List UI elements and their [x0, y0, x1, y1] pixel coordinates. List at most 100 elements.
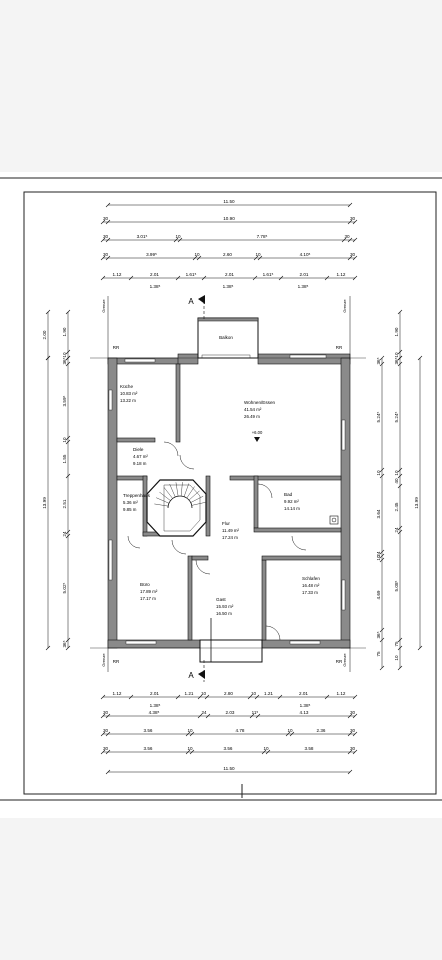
dim-right-outer-tick — [417, 645, 423, 651]
dim-right-inner-b-label: 24 — [376, 551, 381, 557]
stair-well — [167, 495, 193, 509]
dim-left-inner-label: 5.02⁵ — [62, 582, 67, 593]
dim-bottom-row4-label: 3.58 — [305, 746, 314, 751]
dim-right-inner-b-label: 36⁵ — [376, 357, 381, 364]
dim-right-inner-a-tick — [397, 525, 403, 531]
dim-right-inner-b-tick — [379, 637, 385, 643]
dim-left-outer-label: 13.99 — [42, 497, 47, 509]
dim-top-row5-label: 2.01 — [150, 272, 159, 277]
dim-bottom-row5-tick — [105, 769, 111, 775]
section-label-top: A — [188, 297, 194, 306]
window-bottom-0 — [125, 640, 157, 645]
room-perimeter-gast: 16.50 m — [216, 611, 232, 616]
dim-left-outer-top-label: 2.00 — [42, 330, 47, 339]
dim-top-row3-tick — [177, 237, 183, 243]
room-area-flur: 11.49 m² — [222, 528, 240, 533]
dim-right-inner-a-label: 10 — [394, 470, 399, 476]
dim-bottom-row2-label: 4.13 — [300, 710, 309, 715]
dim-bottom-row4-label: 10 — [187, 746, 193, 751]
dim-bottom-row1-tick — [175, 694, 181, 700]
dim-bottom-row2-tick — [197, 713, 203, 719]
dim-right-inner-a-label: 5.24⁵ — [394, 411, 399, 422]
dim-top-row1-tick — [105, 202, 111, 208]
room-perimeter-wohnen: 26.49 m — [244, 414, 260, 419]
room-perimeter-bad: 14.14 m — [284, 506, 300, 511]
dim-top-row4-tick — [257, 255, 263, 261]
grenze-label-br: Grenze — [342, 653, 347, 667]
dim-bottom-row1-label: 2.01 — [299, 691, 308, 696]
door-swing-5 — [291, 535, 307, 551]
dim-right-inner-b-tick — [379, 665, 385, 671]
dim-top-row2-tick — [347, 219, 353, 225]
dim-top-row5-tick — [252, 275, 258, 281]
dim-right-inner-a-tick — [397, 637, 403, 643]
dim-left-inner-tick — [65, 473, 71, 479]
dim-bottom-row3-label: 30 — [103, 728, 109, 733]
dim-bottom-row4-tick — [100, 749, 106, 755]
dim-right-outer-tick — [417, 355, 423, 361]
room-area-bad: 9.92 m² — [284, 499, 299, 504]
dim-right-inner-a-tick — [397, 355, 403, 361]
dim-right-inner-b-tick — [379, 553, 385, 559]
dim-left-outer-top-tick — [45, 355, 51, 361]
dim-bottom-row4-tick — [352, 749, 358, 755]
dim-top-row4-label: 10 — [255, 252, 261, 257]
dim-top-row5-sub: 1.38⁵ — [223, 284, 234, 289]
dim-top-row4-label: 30 — [350, 252, 356, 257]
dim-top-row4-label: 2.60 — [223, 252, 232, 257]
dim-right-inner-b-tick — [379, 467, 385, 473]
dim-bottom-row2-label: 30 — [350, 710, 356, 715]
dim-bottom-row1-label: 1.12 — [337, 691, 346, 696]
wall-diele-bottom — [116, 475, 148, 481]
stair-step — [159, 491, 171, 501]
room-area-treppenhaus: 5.36 m² — [123, 500, 138, 505]
window-top-0 — [124, 358, 156, 363]
dim-top-row1-label: 11.50 — [223, 199, 235, 204]
dim-top-row1-tick — [347, 202, 353, 208]
dim-right-inner-b-tick — [379, 557, 385, 563]
dim-right-inner-a-label: 75 — [394, 641, 399, 647]
stair-step — [169, 484, 176, 498]
dim-top-row5-tick — [324, 275, 330, 281]
dim-bottom-row4-tick — [185, 749, 191, 755]
dim-bottom-row3-tick — [285, 731, 291, 737]
dim-right-inner-b-tick — [379, 361, 385, 367]
dim-right-outer-top-label: 10 — [394, 352, 399, 358]
door-swing-1 — [179, 454, 195, 470]
section-arrow-top — [198, 295, 205, 304]
stair-step — [163, 487, 173, 499]
entrance-canopy — [199, 639, 263, 663]
dim-bottom-row4-label: 30 — [103, 746, 109, 751]
wall-kitchen-living — [175, 363, 181, 443]
dim-bottom-row1-tick — [197, 694, 203, 700]
sheet — [0, 172, 442, 818]
room-name-flur: Flur — [222, 521, 230, 526]
room-perimeter-kueche: 13.22 m — [120, 398, 136, 403]
stair-step — [154, 503, 169, 507]
dim-top-row3-tick — [100, 237, 106, 243]
dim-bottom-row2-label: 2.03 — [226, 710, 235, 715]
stair-step — [188, 490, 200, 501]
dim-left-mid-tick — [65, 349, 71, 355]
dim-top-row4-tick — [105, 255, 111, 261]
dim-bottom-row4-tick — [347, 749, 353, 755]
dim-top-row5-label: 1.61⁵ — [186, 272, 197, 277]
dim-right-inner-b-label: 5.24⁵ — [376, 411, 381, 422]
grenze-label-tr: Grenze — [342, 299, 347, 313]
dim-bottom-row3-tick — [185, 731, 191, 737]
dim-left-inner-label: 2.51 — [62, 499, 67, 508]
dim-bottom-row4-label: 10 — [263, 746, 269, 751]
dim-top-row5-label: 1.12 — [337, 272, 346, 277]
dim-bottom-row2-label: 4.38⁵ — [149, 710, 160, 715]
dim-bottom-row3-label: 10 — [287, 728, 293, 733]
window-side-1 — [108, 539, 113, 581]
dim-left-inner-label: 24 — [62, 531, 67, 537]
dim-top-row5-label: 1.61⁵ — [263, 272, 274, 277]
dim-left-outer-top-tick — [45, 309, 51, 315]
dim-bottom-row3-tick — [105, 731, 111, 737]
dim-right-inner-a-tick — [397, 361, 403, 367]
stair-step — [191, 502, 206, 506]
